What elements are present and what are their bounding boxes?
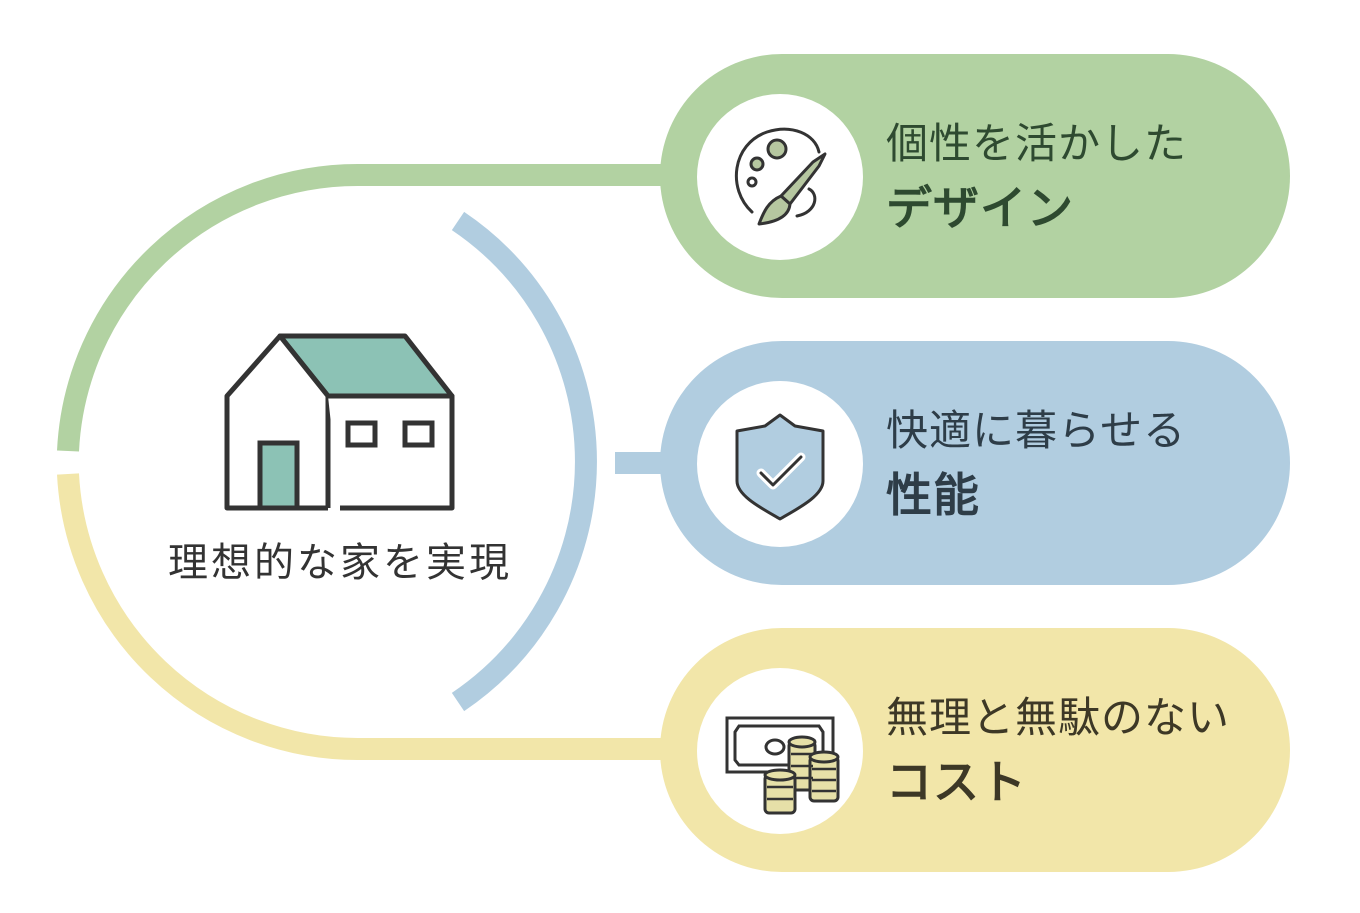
- blue-arc: [451, 211, 597, 712]
- feature-text: 快適に暮らせる 性能: [886, 399, 1186, 527]
- feature-line2: 性能: [886, 468, 980, 522]
- shield-check-icon: [735, 413, 825, 521]
- feature-performance: 快適に暮らせる 性能: [660, 341, 1290, 585]
- feature-line2: デザイン: [886, 181, 1074, 235]
- feature-line2: コスト: [886, 755, 1027, 809]
- icon-circle: [697, 381, 863, 547]
- feature-cost: 無理と無駄のない コスト: [660, 628, 1290, 872]
- icon-circle: [697, 94, 863, 260]
- icon-circle: [697, 668, 863, 834]
- feature-text: 個性を活かした デザイン: [886, 112, 1187, 240]
- feature-text: 無理と無駄のない コスト: [886, 686, 1230, 814]
- yellow-arc: [57, 473, 680, 761]
- feature-line1: 無理と無駄のない: [886, 693, 1231, 742]
- palette-brush-icon: [735, 127, 827, 226]
- feature-line1: 個性を活かした: [886, 119, 1188, 168]
- feature-design: 個性を活かした デザイン: [660, 54, 1290, 298]
- money-coins-icon: [725, 716, 840, 815]
- house-icon: [224, 333, 455, 511]
- center-label: 理想的な家を実現: [168, 540, 512, 586]
- feature-line1: 快適に暮らせる: [886, 406, 1187, 455]
- green-arc: [57, 163, 680, 452]
